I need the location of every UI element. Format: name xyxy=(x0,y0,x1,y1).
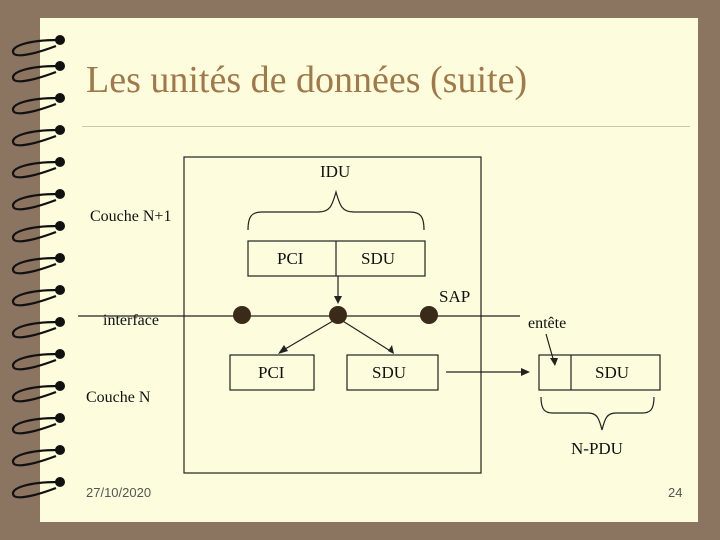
sdu-lower-label: SDU xyxy=(372,363,406,383)
idu-label: IDU xyxy=(320,162,350,182)
layer-lower-label: Couche N xyxy=(86,389,150,407)
pci-upper-label: PCI xyxy=(277,249,303,269)
arrow-to-pci xyxy=(280,318,338,352)
sap-dot-center xyxy=(329,306,347,324)
pci-lower-label: PCI xyxy=(258,363,284,383)
sap-label: SAP xyxy=(439,287,470,307)
idu-brace xyxy=(248,192,424,230)
interface-label: interface xyxy=(103,312,159,330)
npdu-label: N-PDU xyxy=(571,439,623,459)
npdu-brace xyxy=(541,397,654,430)
arrow-to-sdu xyxy=(338,318,392,352)
sap-dot-left xyxy=(233,306,251,324)
entete-label: entête xyxy=(528,315,566,333)
layer-upper-label: Couche N+1 xyxy=(90,208,171,226)
sap-dot-right xyxy=(420,306,438,324)
slide-date: 27/10/2020 xyxy=(86,485,151,500)
entete-arrow xyxy=(546,334,554,362)
npdu-sdu-label: SDU xyxy=(595,363,629,383)
sdu-upper-label: SDU xyxy=(361,249,395,269)
page-number: 24 xyxy=(668,485,682,500)
